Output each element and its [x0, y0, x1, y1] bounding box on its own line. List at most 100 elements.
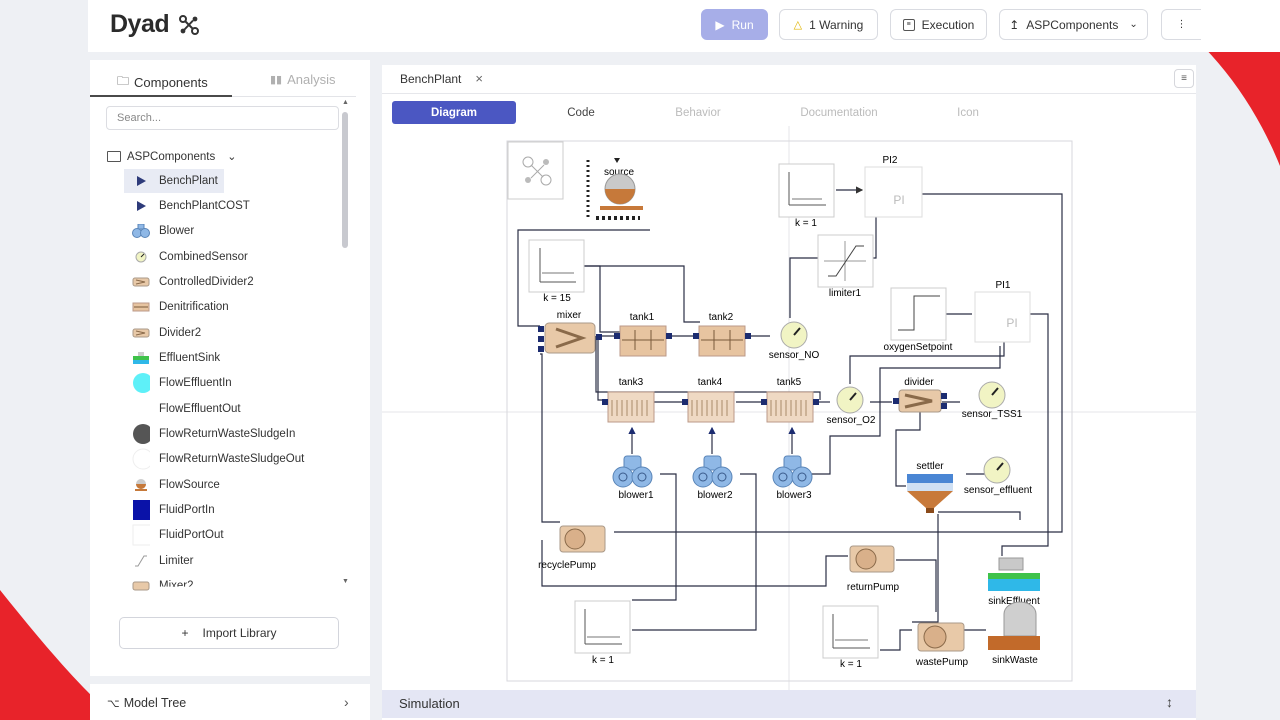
cyan-circle-icon: [132, 373, 150, 393]
chevron-right-icon[interactable]: ›: [344, 694, 349, 710]
component-item-effluentsink[interactable]: EffluentSink: [124, 346, 224, 370]
panel-scrollbar[interactable]: [342, 112, 348, 248]
pi2-controller[interactable]: PI2 PI: [864, 155, 923, 218]
import-library-button[interactable]: + Import Library: [119, 617, 339, 649]
source-label: source: [604, 167, 634, 178]
component-item-label: FluidPortOut: [159, 529, 224, 541]
blower-icon: [132, 222, 150, 240]
file-tab-benchplant[interactable]: BenchPlant ×: [388, 66, 498, 91]
component-item-label: FlowEffluentOut: [159, 403, 241, 415]
settings-sliders-icon[interactable]: ≡: [1174, 69, 1194, 88]
tab-diagram[interactable]: Diagram: [392, 101, 516, 124]
component-item-floweffluentout[interactable]: FlowEffluentOut: [124, 397, 241, 421]
component-item-blower[interactable]: Blower: [124, 219, 224, 243]
component-item-combinedsensor[interactable]: CombinedSensor: [124, 245, 248, 269]
divider-label: divider: [904, 377, 934, 388]
oxygen-setpoint-block[interactable]: oxygenSetpoint: [884, 287, 953, 353]
wastepump-block[interactable]: wastePump: [915, 622, 969, 668]
play-icon: [132, 172, 150, 190]
divider-block[interactable]: divider: [893, 377, 947, 413]
tab-components[interactable]: 🗀 Components: [117, 72, 208, 93]
tab-documentation[interactable]: Documentation: [800, 106, 878, 119]
more-button[interactable]: ⋮: [1161, 9, 1201, 40]
component-item-denitrification[interactable]: Denitrification: [124, 295, 229, 319]
tank2-label: tank2: [709, 312, 734, 323]
component-item-fluidportin[interactable]: FluidPortIn: [124, 498, 224, 522]
sensor-tss1-block[interactable]: sensor_TSS1: [962, 381, 1023, 420]
sensor-no-block[interactable]: sensor_NO: [769, 321, 820, 361]
execution-label: Execution: [921, 17, 975, 32]
blower3-block[interactable]: blower3: [772, 455, 813, 501]
navy-square-icon: [132, 500, 150, 520]
returnpump-block[interactable]: returnPump: [847, 545, 900, 593]
warning-label: 1 Warning: [809, 17, 864, 32]
tab-divider: [232, 96, 356, 97]
run-label: Run: [731, 17, 754, 32]
close-icon[interactable]: ×: [475, 71, 483, 86]
component-item-controlleddivider2[interactable]: ControlledDivider2: [124, 270, 254, 294]
limiter-icon: [132, 552, 150, 570]
components-dropdown[interactable]: ↥ ASPComponents ⌄: [999, 9, 1148, 40]
tank2-block[interactable]: tank2: [693, 312, 751, 357]
tank5-block[interactable]: tank5: [761, 377, 819, 423]
library-header-aspcomponents[interactable]: ASPComponents ⌄: [107, 150, 236, 163]
sensor-o2-block[interactable]: sensor_O2: [827, 386, 876, 426]
tank4-block[interactable]: tank4: [682, 377, 735, 423]
blower1-block[interactable]: blower1: [612, 455, 654, 501]
component-item-flowreturnwastesludgeout[interactable]: FlowReturnWasteSludgeOut: [124, 447, 304, 471]
scroll-up-icon[interactable]: ▲: [342, 99, 349, 106]
limiter1-label: limiter1: [829, 288, 862, 299]
model-tree-header[interactable]: ⌥ Model Tree: [107, 696, 186, 710]
recyclepump-label: recyclePump: [538, 560, 596, 571]
sinkwaste-block[interactable]: sinkWaste: [988, 601, 1040, 666]
simulation-bar[interactable]: [382, 690, 1196, 718]
tab-behavior[interactable]: Behavior: [675, 106, 721, 119]
tab-analysis[interactable]: ▮▮ Analysis: [270, 72, 336, 87]
recyclepump-block[interactable]: recyclePump: [538, 525, 606, 571]
blower2-label: blower2: [697, 490, 732, 501]
gain-block-bottom-1[interactable]: k = 1: [574, 600, 631, 666]
component-item-floweffluentin[interactable]: FlowEffluentIn: [124, 371, 232, 395]
component-item-flowsource[interactable]: FlowSource: [124, 473, 224, 497]
settler-block[interactable]: settler: [907, 461, 953, 513]
import-library-label: Import Library: [202, 626, 277, 640]
component-item-limiter[interactable]: Limiter: [124, 549, 224, 573]
sinkeffluent-block[interactable]: sinkEffluent: [988, 557, 1040, 607]
component-item-label: Blower: [159, 225, 195, 237]
warning-button[interactable]: △ 1 Warning: [779, 9, 878, 40]
component-item-mixer2[interactable]: Mixer2: [124, 574, 224, 598]
app-logo-text: Dyad: [110, 10, 170, 38]
component-item-label: CombinedSensor: [159, 251, 248, 263]
component-item-benchplantcost[interactable]: BenchPlantCOST: [124, 194, 250, 218]
run-button[interactable]: ▶ Run: [701, 9, 768, 40]
component-item-flowreturnwastesludgein[interactable]: FlowReturnWasteSludgeIn: [124, 422, 295, 446]
search-input[interactable]: Search...: [106, 106, 339, 130]
empty-square-icon: [132, 524, 150, 546]
tab-code[interactable]: Code: [567, 106, 595, 119]
component-item-fluidportout[interactable]: FluidPortOut: [124, 523, 224, 547]
component-item-label: Denitrification: [159, 301, 229, 313]
tank3-block[interactable]: tank3: [602, 377, 655, 423]
execution-icon: ≡: [902, 18, 915, 31]
component-item-label: FlowReturnWasteSludgeIn: [159, 428, 296, 440]
resize-vertical-icon[interactable]: ↕: [1166, 694, 1173, 710]
tank1-block[interactable]: tank1: [614, 312, 672, 357]
component-item-benchplant[interactable]: BenchPlant: [124, 169, 224, 193]
execution-button[interactable]: ≡ Execution: [890, 9, 987, 40]
component-item-label: FlowSource: [159, 479, 220, 491]
component-item-label: Limiter: [159, 555, 194, 567]
pi1-controller[interactable]: PI1 PI: [974, 280, 1031, 343]
component-item-divider2[interactable]: Divider2: [124, 321, 224, 345]
gain-block-top[interactable]: k = 1: [778, 163, 835, 229]
source-block[interactable]: source: [586, 158, 643, 220]
sensor-effluent-block[interactable]: sensor_effluent: [964, 456, 1032, 496]
gain-block-k15[interactable]: k = 15: [528, 239, 585, 304]
model-tree-bar[interactable]: [90, 684, 370, 720]
scroll-down-icon[interactable]: ▼: [342, 578, 349, 585]
mixer-block[interactable]: mixer: [538, 310, 602, 354]
blower2-block[interactable]: blower2: [692, 455, 733, 501]
limiter1-block[interactable]: limiter1: [817, 234, 874, 299]
tab-icon[interactable]: Icon: [957, 106, 979, 119]
gain-block-bottom-2[interactable]: k = 1: [822, 605, 879, 670]
